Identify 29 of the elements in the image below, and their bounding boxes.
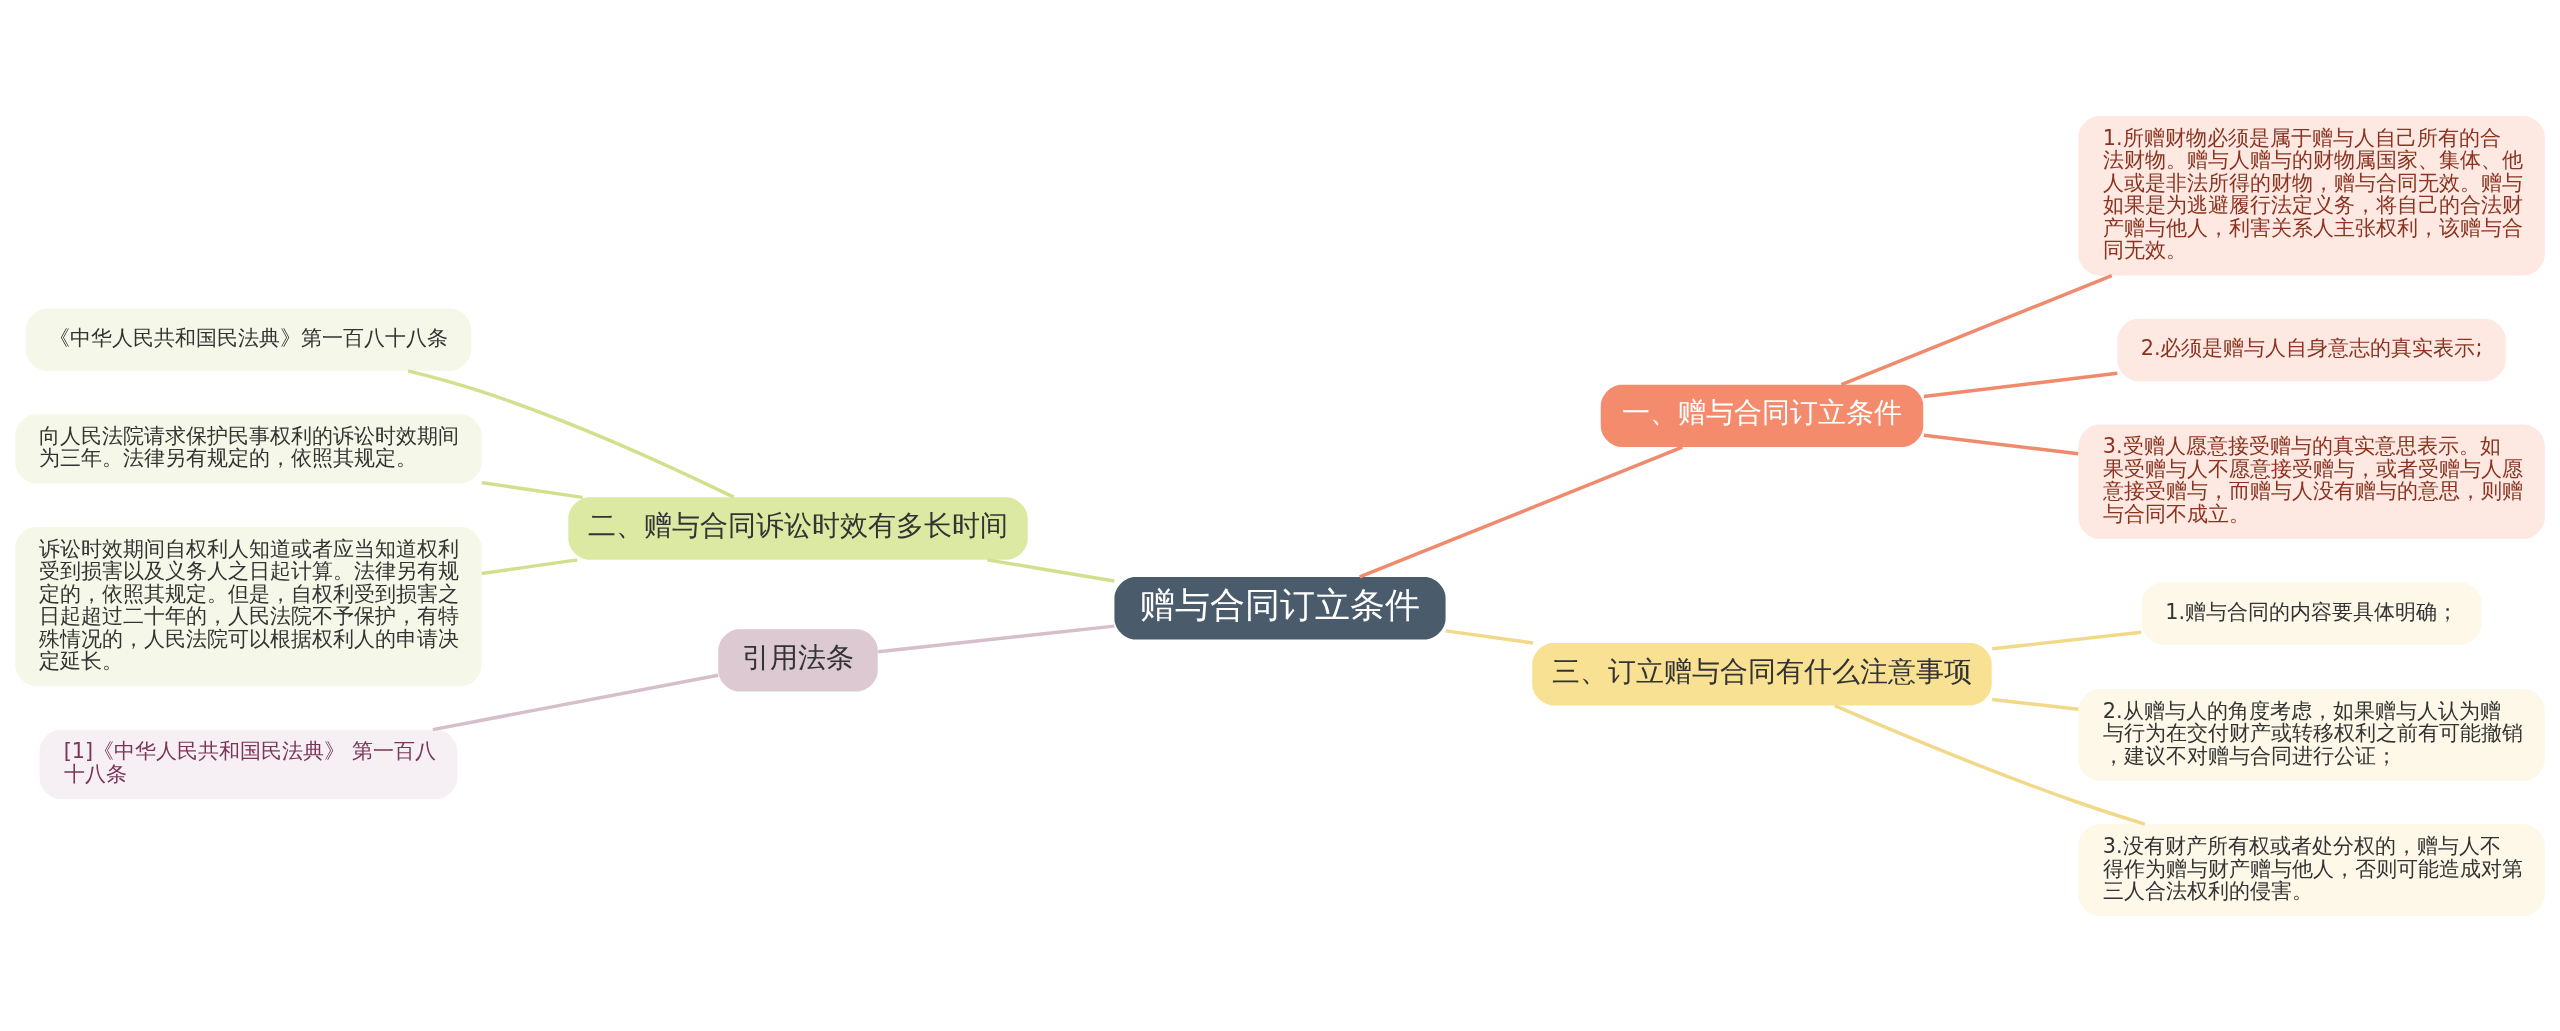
connector <box>878 623 1115 654</box>
node-box: 引用法条 <box>718 628 878 692</box>
node-box: 1.赠与合同的内容要具体明确； <box>2141 581 2482 645</box>
connector <box>1840 273 2113 386</box>
node-box: 2.从赠与人的角度考虑，如果赠与人认为赠与行为在交付财产或转移权利之前有可能撤销，建议不对赠与合同进行公证； <box>2078 688 2545 781</box>
connector <box>481 480 583 499</box>
node-box: 《中华人民共和国民法典》第一百八十八条 <box>25 307 472 371</box>
connector <box>407 368 735 499</box>
node-box: 3.受赠人愿意接受赠与的真实意思表示。如果受赠与人不愿意接受赠与，或者受赠与人愿意接受赠与，而赠与人没有赠与的意思，则赠与合同不成立。 <box>2078 424 2545 539</box>
node-box: 3.没有财产所有权或者处分权的，赠与人不得作为赠与财产赠与他人，否则可能造成对第三人合法权利的侵害。 <box>2078 823 2545 916</box>
node-box: 二、赠与合同诉讼时效有多长时间 <box>568 496 1028 560</box>
node-box: [1]《中华人民共和国民法典》 第一百八十八条 <box>39 729 458 799</box>
node-box: 一、赠与合同订立条件 <box>1600 384 1924 447</box>
connector <box>1991 630 2142 651</box>
node-box: 诉讼时效期间自权利人知道或者应当知道权利受到损害以及义务人之日起计算。法律另有规定的，依照其规定。但是，自权利受到损害之日起超过二十年的，人民法院不予保护，有特殊情况的，人民法院可以根据权利人的申请决定延长。 <box>15 526 482 686</box>
node-box: 2.必须是赠与人自身意志的真实表示; <box>2117 318 2506 381</box>
connector <box>432 673 719 731</box>
node-box: 三、订立赠与合同有什么注意事项 <box>1532 642 1992 705</box>
connector <box>1445 628 1534 645</box>
connector <box>987 557 1115 583</box>
connector <box>1359 445 1683 579</box>
connector <box>481 557 578 575</box>
node-box: 向人民法院请求保护民事权利的诉讼时效期间为三年。法律另有规定的，依照其规定。 <box>15 413 482 483</box>
connector <box>1923 432 2079 456</box>
node-box: 赠与合同订立条件 <box>1114 576 1446 640</box>
connector <box>1834 703 2146 826</box>
node-box: 1.所赠财物必须是属于赠与人自己所有的合法财物。赠与人赠与的财物属国家、集体、他人或是非法所得的财物，赠与合同无效。赠与如果是为逃避履行法定义务，将自己的合法财产赠与他人，利害关系人主张权利，该赠与合同无效。 <box>2078 115 2545 275</box>
connector <box>1923 371 2118 398</box>
connector <box>1991 697 2079 711</box>
